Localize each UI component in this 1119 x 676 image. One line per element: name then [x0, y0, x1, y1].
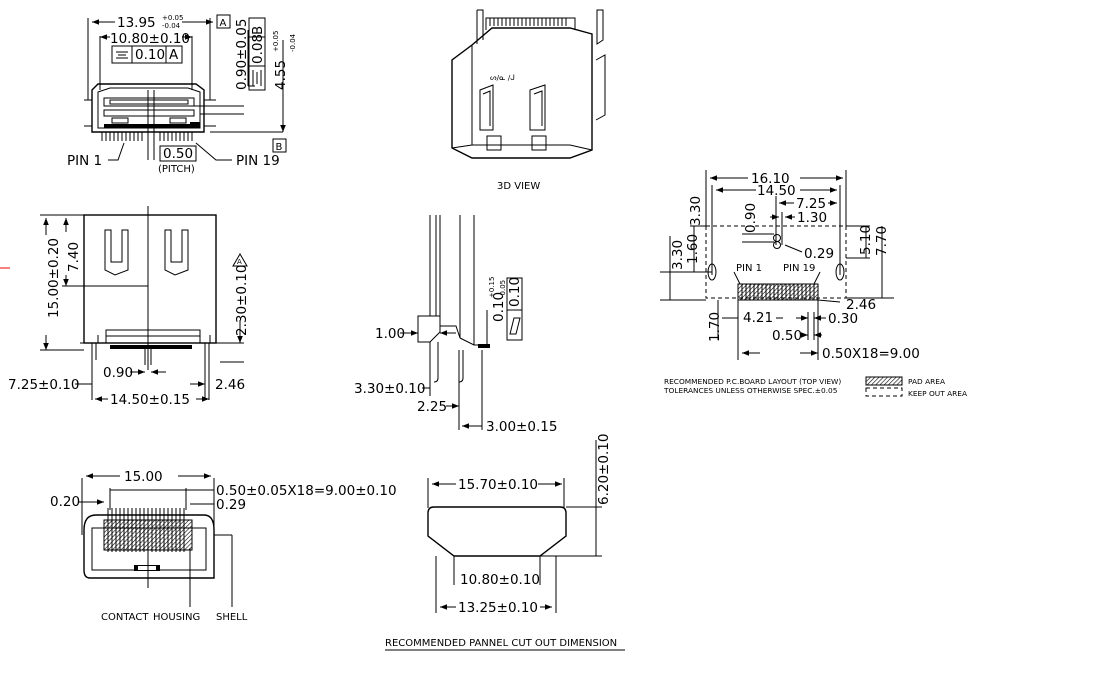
- front-dim-width-tol-upper: +0.05: [162, 14, 183, 22]
- front-dim-width-tol-lower: -0.04: [162, 22, 181, 30]
- rear-label-housing: HOUSING: [153, 612, 200, 623]
- top-dim-peg: 2.46: [215, 377, 245, 393]
- side-dim-lead: 1.00: [375, 326, 405, 342]
- front-dim-height-tol-lower: -0.04: [289, 33, 297, 52]
- pcb-d330b: 3.30: [670, 240, 686, 270]
- datum-a-box: [216, 14, 231, 29]
- top-dim-upper: 7.40: [66, 242, 82, 272]
- cut-dim-base: 13.25±0.10: [458, 600, 538, 616]
- cut-dim-bottom: 10.80±0.10: [460, 572, 540, 588]
- top-dim-span: 14.50±0.15: [110, 392, 190, 408]
- tol-par-ref: B: [250, 26, 266, 35]
- cut-dim-height: 6.20±0.10: [596, 434, 612, 505]
- pcb-d050: 0.50: [772, 328, 802, 344]
- cut-dim-top: 15.70±0.10: [458, 477, 538, 493]
- front-view: 13.95 +0.05 -0.04 A 10.80±0.10 0.10 A 0.…: [67, 14, 297, 175]
- legend-pad: PAD AREA: [908, 377, 945, 386]
- rear-dim-left: 0.20: [50, 494, 80, 510]
- tol-par-value: 0.08: [250, 34, 266, 64]
- side-tol-frame: [506, 277, 523, 341]
- front-pitch-label: (PITCH): [158, 164, 195, 175]
- pcb-d510: 5.10: [858, 225, 874, 255]
- pcb-d1450: 14.50: [757, 183, 796, 199]
- rear-label-contact: CONTACT: [101, 612, 149, 623]
- front-pitch-value: 0.50: [163, 146, 193, 162]
- side-dim-300: 3.00±0.15: [486, 419, 557, 435]
- legend-keep-swatch: [865, 387, 903, 397]
- side-dim-330: 3.30±0.10: [354, 381, 425, 397]
- pcb-note2: TOLERANCES UNLESS OTHERWISE SPEC.±0.05: [663, 386, 838, 395]
- iso-view: ᔕ/ᓇ /ᒍ 3D VIEW: [451, 9, 606, 192]
- side-dim-lead-t: 0.10: [491, 292, 507, 322]
- pcb-d246: 2.46: [846, 297, 876, 313]
- pcb-pin19: PIN 19: [783, 263, 815, 274]
- front-dim-height: 4.55: [273, 60, 289, 90]
- front-dim-h-top: 0.90±0.05: [234, 19, 250, 90]
- tol-frame-parallel: [248, 17, 266, 91]
- top-note-tri: A: [237, 258, 242, 266]
- side-dim-lead-t-upper: +0.15: [488, 277, 496, 298]
- pcb-d725: 7.25: [796, 196, 826, 212]
- rear-label-shell: SHELL: [216, 612, 248, 623]
- side-tol-flat: 0.10: [507, 277, 523, 307]
- iso-label: 3D VIEW: [497, 181, 540, 192]
- datum-b-label: B: [276, 142, 283, 153]
- panel-cutout: 15.70±0.10 6.20±0.10 10.80±0.10 13.25±0.…: [385, 434, 625, 651]
- datum-a-label: A: [220, 18, 227, 29]
- pcb-d-pitch: 0.50X18=9.00: [822, 346, 920, 362]
- side-dim-225: 2.25: [417, 399, 447, 415]
- iso-marking: ᔕ/ᓇ /ᒍ: [490, 73, 515, 82]
- top-view: 15.00±0.20 7.40 A 2.30±0.10 7.25±0.10 0.…: [8, 206, 250, 408]
- top-dim-total-h: 15.00±0.20: [46, 238, 62, 318]
- rear-dim-pin: 0.29: [216, 497, 246, 513]
- tol-flat-ref: A: [169, 47, 179, 63]
- pcb-d330a: 3.30: [688, 196, 704, 226]
- tol-frame-flatness: [111, 45, 183, 64]
- side-view: 1.00 0.10 +0.15 -0.05 0.10 3.30±0.10 2.2…: [354, 215, 557, 435]
- pcb-pin1: PIN 1: [736, 263, 762, 274]
- front-dim-width: 13.95: [117, 15, 156, 31]
- front-pin19-label: PIN 19: [236, 153, 280, 169]
- cut-caption: RECOMMENDED PANNEL CUT OUT DIMENSION: [385, 638, 617, 649]
- note-triangle: [232, 253, 248, 267]
- rear-dim-width: 15.00: [124, 469, 163, 485]
- front-pin1-label: PIN 1: [67, 153, 102, 169]
- pcb-d090: 0.90: [743, 203, 759, 233]
- tol-flat-value: 0.10: [135, 47, 165, 63]
- pcb-layout: 16.10 14.50 7.25 1.30 0.90 3.30 3.30 1.6…: [660, 170, 967, 398]
- pad-row: [737, 283, 819, 301]
- top-dim-tail: 2.30±0.10: [234, 265, 250, 336]
- datum-b-box: [272, 138, 287, 153]
- front-dim-height-tol-upper: +0.05: [272, 31, 280, 52]
- pcb-d030: 0.30: [828, 311, 858, 327]
- pcb-note1: RECOMMENDED P.C.BOARD LAYOUT (TOP VIEW): [664, 377, 841, 386]
- top-dim-offset: 7.25±0.10: [8, 377, 79, 393]
- front-dim-opening: 10.80±0.10: [110, 31, 190, 47]
- pcb-d421: 4.21: [743, 310, 773, 326]
- rear-view: 15.00 0.50±0.05X18=9.00±0.10 0.20 0.29: [50, 469, 397, 623]
- rear-dim-pitch: 0.50±0.05X18=9.00±0.10: [216, 483, 397, 499]
- pcb-d1610: 16.10: [751, 171, 790, 187]
- pcb-d160: 1.60: [685, 234, 701, 264]
- legend-keep: KEEP OUT AREA: [908, 389, 967, 398]
- pcb-d170: 1.70: [707, 312, 723, 342]
- pcb-d130: 1.30: [797, 210, 827, 226]
- legend-pad-swatch: [865, 376, 903, 386]
- pcb-d770: 7.70: [874, 226, 890, 256]
- side-dim-lead-t-lower: -0.05: [499, 280, 507, 298]
- pcb-d029: 0.29: [804, 246, 834, 262]
- top-dim-pitch: 0.90: [103, 365, 133, 381]
